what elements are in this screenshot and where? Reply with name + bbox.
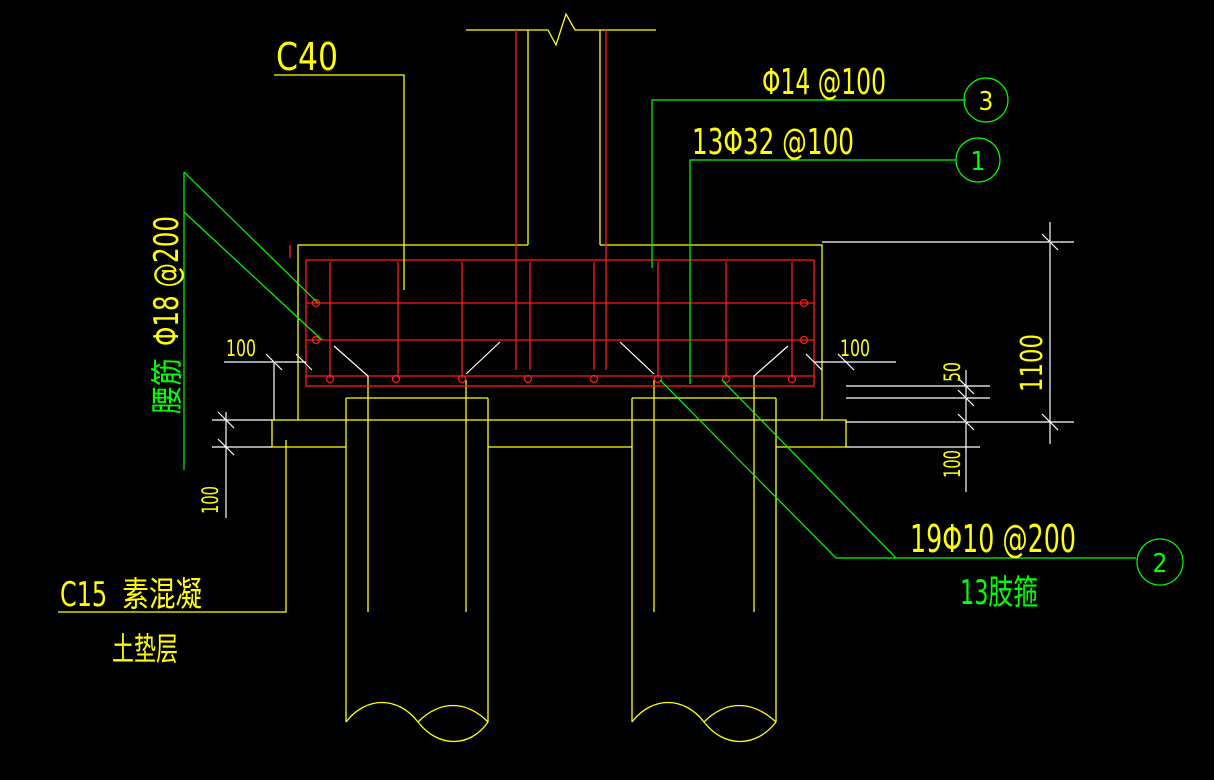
rebar-3-tag: 3 [979, 87, 994, 117]
dim-right-100: 100 [840, 337, 870, 362]
bottom-bar-dots [311, 298, 809, 384]
hook-details [333, 341, 789, 380]
dim-100-lower-left: 100 [199, 486, 224, 514]
cushion-grade-label: C15 素混凝 [60, 575, 202, 615]
dim-1100: 1100 [1015, 334, 1050, 392]
cushion-layer-left [271, 420, 346, 448]
concrete-outline [271, 12, 847, 743]
leader-lines [58, 74, 1184, 613]
concrete-grade-label: C40 [276, 35, 338, 79]
rebar-1-tag: 1 [971, 147, 986, 177]
rebar-1-leader [689, 159, 956, 384]
dim-100-lower-right: 100 [941, 450, 966, 478]
waist-rebar-name: 腰筋 [148, 358, 186, 414]
pile-left-break [345, 701, 489, 743]
cap-stirrup-outer [305, 259, 815, 387]
pile-right-break [631, 701, 777, 743]
rebar-2-label: 19Φ10 @200 [910, 517, 1076, 561]
dimensions [212, 222, 1074, 518]
c40-leader [274, 74, 405, 290]
cushion-layer-right [776, 419, 847, 448]
rebar-cage [289, 30, 815, 387]
rebar-1-label: 13Φ32 @100 [692, 122, 854, 163]
cap-stirrup-legs [329, 262, 793, 378]
column-break-line [466, 12, 656, 47]
rebar-2-sublabel: 13肢箍 [960, 573, 1038, 613]
rebar-2-leader [659, 379, 1136, 559]
rebar-2-tag: 2 [1153, 549, 1168, 579]
dim-left-100: 100 [226, 337, 256, 362]
cushion-name-label: 土垫层 [112, 630, 178, 668]
c15-leader [58, 440, 287, 613]
rebar-1-tag-circle[interactable] [955, 137, 1001, 183]
rebar-2-tag-circle[interactable] [1136, 538, 1184, 586]
rebar-3-tag-circle[interactable] [963, 77, 1009, 123]
rebar-3-label: Φ14 @100 [762, 62, 886, 103]
dim-50: 50 [941, 362, 966, 382]
annotations: C40 Φ14 @100 3 13Φ32 @100 1 19Φ10 @200 1… [60, 35, 1167, 668]
rebar-3-leader [651, 99, 966, 268]
pile-cap-outline [297, 244, 823, 421]
waist-rebar-label: Φ18 @200 [147, 216, 187, 346]
